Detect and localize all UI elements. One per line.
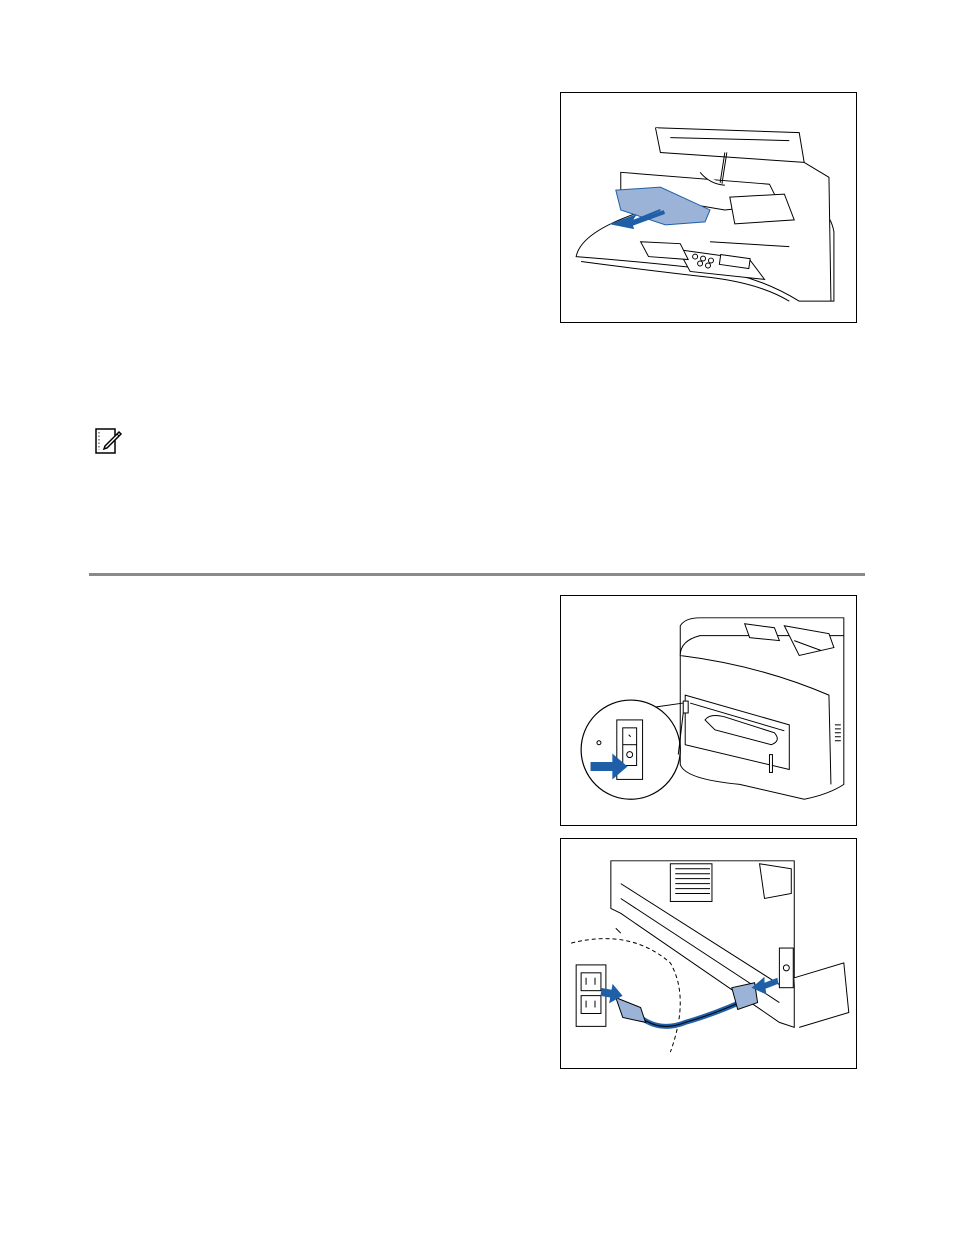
power-switch-illustration (560, 595, 857, 826)
output-tray-illustration (560, 92, 857, 323)
printer-power-cord-illustration (561, 839, 856, 1068)
printer-power-switch-illustration (561, 596, 856, 825)
printer-output-tray-illustration (561, 93, 856, 322)
power-cord-illustration (560, 838, 857, 1069)
note-pencil-icon (93, 426, 123, 456)
section-divider (89, 573, 865, 576)
